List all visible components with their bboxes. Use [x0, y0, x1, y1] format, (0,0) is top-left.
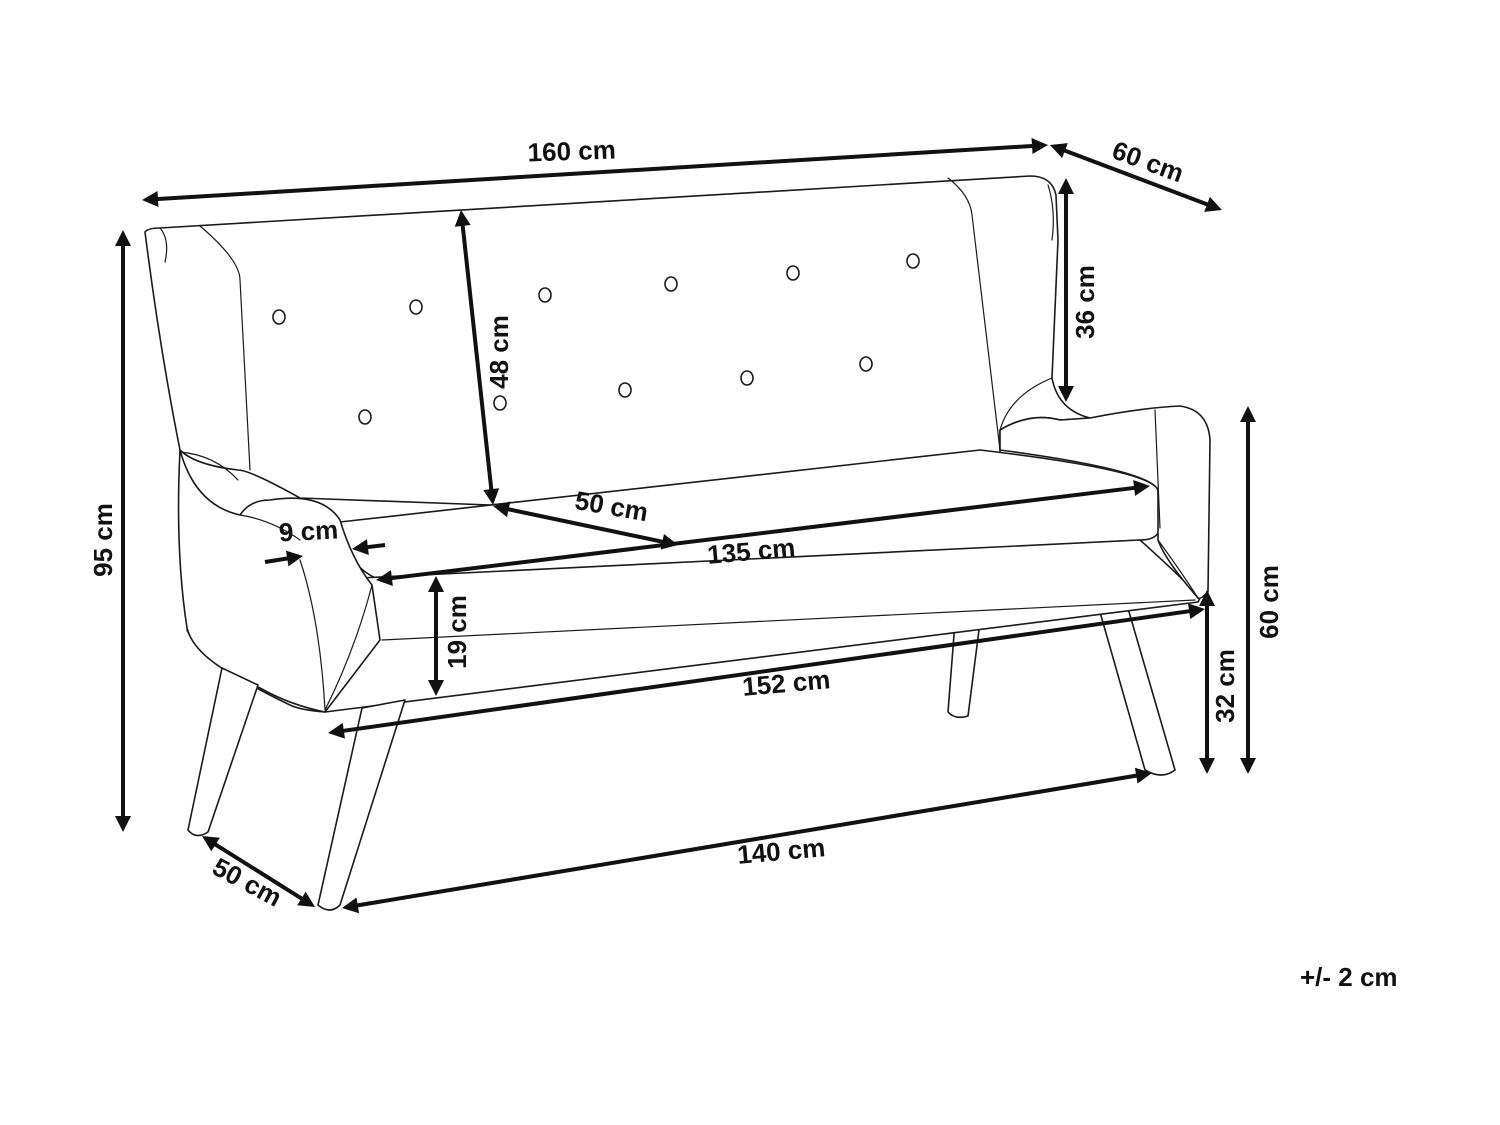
tufting-button [272, 309, 286, 325]
dim-overall-width [142, 137, 1048, 208]
dimension-labels: 160 cm 60 cm 95 cm 36 cm 48 cm 9 cm 50 c… [88, 134, 1284, 912]
label-leg-span-width: 140 cm [736, 832, 826, 870]
arrowhead [115, 816, 131, 832]
left-side-outline [159, 227, 168, 263]
dimension-line [211, 840, 306, 903]
label-backrest-height: 48 cm [484, 315, 514, 389]
dim-leg-span-depth [202, 836, 315, 907]
tufting-button [906, 253, 920, 269]
back-leg-middle [947, 621, 981, 719]
right-arm-front-line [1157, 539, 1199, 599]
tufting-button [664, 276, 678, 292]
dimension-lines [115, 137, 1256, 914]
right-arm-inner-line [1154, 409, 1161, 529]
arrowhead [297, 891, 315, 907]
arrowhead [1188, 603, 1205, 620]
arrowhead [1240, 406, 1256, 422]
front-leg-left [187, 667, 259, 837]
arrowhead [352, 539, 369, 556]
label-seat-height: 32 cm [1210, 649, 1240, 723]
arrowhead [493, 501, 511, 518]
dim-armrest-height [1240, 406, 1256, 774]
dim-seat-height [1199, 590, 1215, 774]
dimension-line [504, 506, 667, 545]
label-overall-width: 160 cm [527, 134, 616, 167]
dim-armrest-tick-left [264, 550, 303, 567]
arrowhead [454, 210, 471, 227]
arrowhead [1204, 196, 1222, 212]
dimension-line [153, 143, 1037, 202]
arrowhead [1199, 590, 1215, 606]
dimension-line [387, 485, 1139, 581]
dim-armrest-tick-right [352, 539, 386, 556]
dim-overall-depth [1050, 143, 1222, 212]
label-armrest-width: 9 cm [278, 514, 339, 547]
arrowhead [1058, 386, 1074, 402]
label-leg-span-depth: 50 cm [208, 852, 287, 913]
arrowhead [428, 680, 444, 696]
tufting-button [538, 287, 552, 303]
tufting-button [740, 370, 754, 386]
tufting-button [358, 409, 372, 425]
dim-base-width [328, 603, 1205, 739]
dim-wing-height [1058, 178, 1074, 402]
arrowhead [1134, 767, 1152, 784]
tufting-button [618, 382, 632, 398]
dimension-line [339, 608, 1194, 734]
label-wing-height: 36 cm [1070, 265, 1100, 339]
arrowhead [202, 836, 220, 852]
dimension-line [1060, 147, 1212, 208]
dim-seat-width [376, 479, 1150, 587]
tufting-button [409, 299, 423, 315]
tufting-buttons [272, 253, 920, 425]
tufting-button [859, 356, 873, 372]
arrowhead [483, 488, 500, 505]
right-side-outline [1047, 184, 1054, 241]
dim-overall-height [115, 230, 131, 832]
arrowhead [1199, 758, 1215, 774]
dimension-line [353, 772, 1141, 909]
arrowhead [142, 191, 159, 208]
right-wing-inner-line [947, 177, 1001, 451]
label-overall-height: 95 cm [88, 503, 118, 577]
left-wing-shade-line [179, 451, 239, 481]
tolerance-note: +/- 2 cm [1300, 962, 1398, 992]
front-rail-line [381, 599, 1196, 641]
dimension-line [264, 555, 292, 564]
arrowhead [1050, 143, 1068, 159]
left-arm-front-line [299, 559, 326, 711]
right-armrest [999, 405, 1211, 600]
right-wing-arm-line [999, 377, 1053, 431]
front-leg-center [317, 699, 406, 911]
back-leg-right [1097, 597, 1176, 776]
dim-leg-span-width [342, 767, 1152, 914]
arrowhead [285, 550, 303, 567]
dim-backrest-height [454, 210, 500, 505]
left-wing-inner-line [199, 225, 251, 471]
arrowhead [115, 230, 131, 246]
arrowhead [376, 570, 393, 587]
arrowhead [1058, 178, 1074, 194]
left-arm-corner-line [324, 584, 373, 711]
arrowhead [1240, 758, 1256, 774]
label-base-width: 152 cm [741, 664, 831, 702]
dim-seat-cushion-height [428, 576, 444, 696]
label-armrest-height: 60 cm [1254, 565, 1284, 639]
left-armrest [177, 449, 381, 713]
arrowhead [1133, 479, 1150, 496]
tufting-button [493, 395, 507, 411]
arrowhead [342, 897, 360, 914]
left-arm-top-line [239, 514, 301, 541]
tufting-button [786, 265, 800, 281]
sofa-drawing [144, 175, 1211, 911]
arrowhead [328, 722, 345, 739]
label-seat-cushion-height: 19 cm [442, 595, 472, 669]
arrowhead [428, 576, 444, 592]
arrowhead [1031, 137, 1048, 154]
dimension-line [460, 221, 494, 494]
